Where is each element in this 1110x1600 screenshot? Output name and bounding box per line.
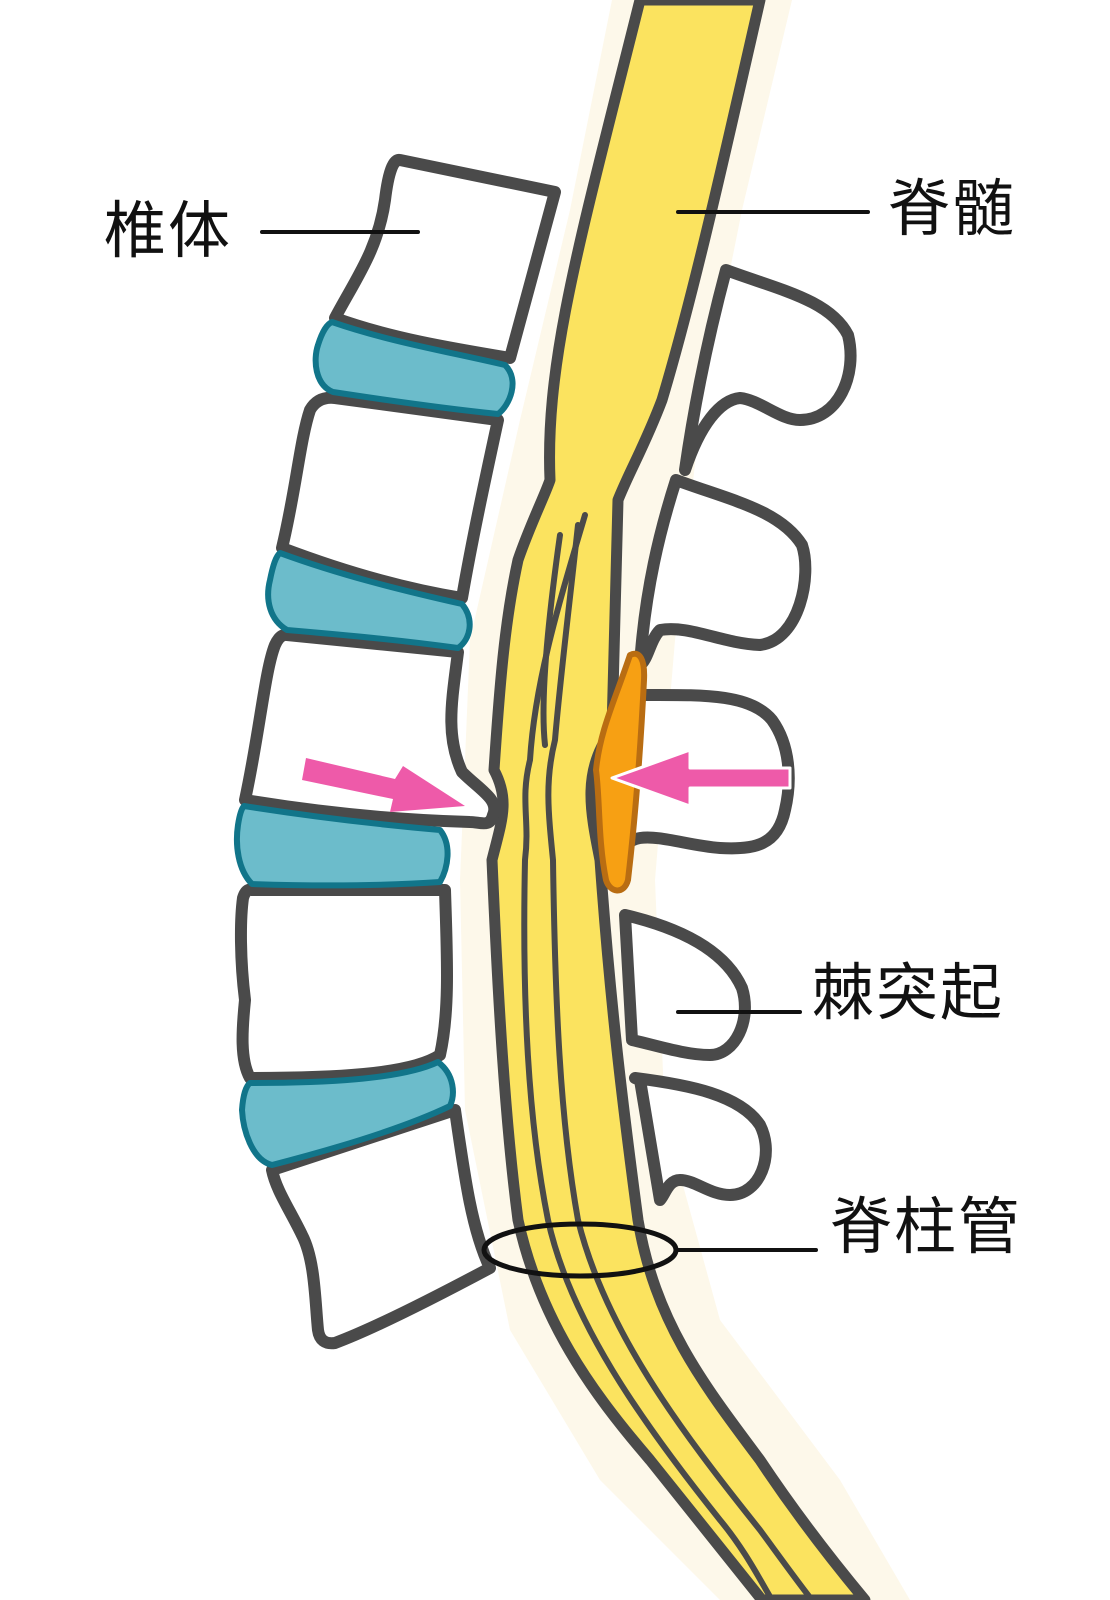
arrow-right-compression: [610, 748, 792, 808]
spinous-process-2: [634, 474, 812, 671]
vertebra-2: [276, 391, 504, 604]
arrow-left-compression: [302, 758, 465, 812]
leader-lines: [260, 210, 870, 1252]
disc-4: [239, 1059, 456, 1168]
label-spinous-process: 棘突起: [812, 956, 1005, 1029]
spinous-process-4: [619, 909, 751, 1061]
vertebra-4: [234, 883, 454, 1084]
thickened-ligament: [593, 650, 648, 894]
spinous-process-5: [629, 1072, 772, 1206]
vertebra-3: [239, 628, 501, 830]
disc-2: [265, 550, 473, 651]
nerve-roots: [521, 512, 815, 1600]
label-vertebral-body: 椎体: [104, 194, 233, 267]
spinous-process-1: [679, 264, 857, 476]
label-spinal-cord: 脊髄: [888, 172, 1017, 245]
label-spinal-canal: 脊柱管: [830, 1190, 1023, 1263]
disc-3: [233, 803, 451, 889]
vertebra-1: [329, 154, 561, 364]
vertebral-bodies: [234, 154, 561, 1350]
disc-1: [312, 319, 516, 417]
vertebra-5: [266, 1104, 496, 1350]
spinous-processes: [614, 264, 857, 1206]
pink-arrow-icon: [302, 748, 792, 812]
intervertebral-discs: [233, 319, 516, 1168]
